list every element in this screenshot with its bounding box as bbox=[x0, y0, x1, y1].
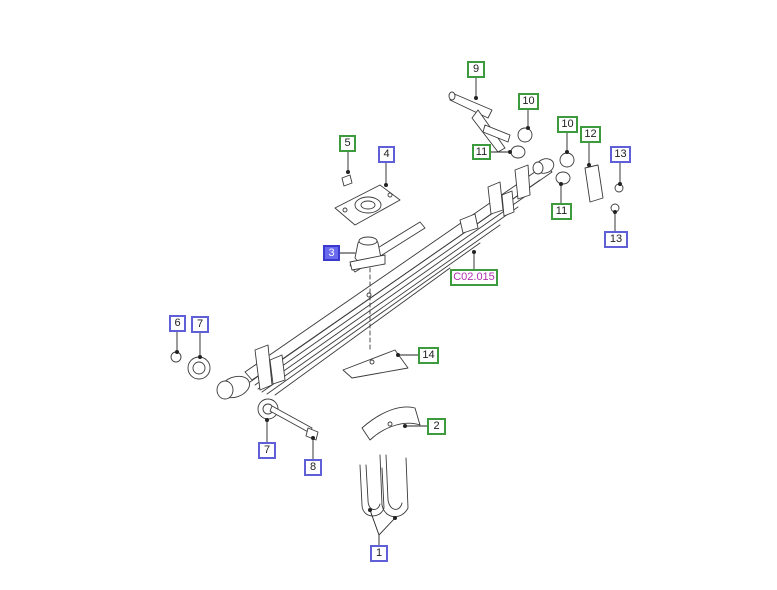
callout-11[interactable]: 11 bbox=[551, 203, 572, 220]
front-bolt-assembly bbox=[257, 398, 319, 441]
callout-8[interactable]: 8 bbox=[304, 459, 322, 476]
shackle-assembly bbox=[448, 91, 624, 213]
front-bushing bbox=[170, 351, 211, 380]
callout-2[interactable]: 2 bbox=[427, 418, 446, 435]
reference-c02-015[interactable]: C02.015 bbox=[450, 269, 498, 286]
callout-4[interactable]: 4 bbox=[378, 146, 395, 163]
leader-dots bbox=[175, 96, 622, 520]
leader-lines bbox=[176, 76, 621, 546]
callout-5[interactable]: 5 bbox=[339, 135, 356, 152]
callout-13[interactable]: 13 bbox=[604, 231, 628, 248]
callout-14[interactable]: 14 bbox=[418, 347, 439, 364]
callout-11[interactable]: 11 bbox=[472, 144, 491, 160]
callout-1[interactable]: 1 bbox=[370, 545, 388, 562]
wedge-plate bbox=[342, 349, 409, 379]
bump-stop bbox=[349, 236, 386, 271]
callout-3-selected[interactable]: 3 bbox=[323, 245, 340, 261]
top-nut bbox=[341, 174, 353, 187]
top-plate bbox=[334, 184, 401, 226]
callout-10[interactable]: 10 bbox=[557, 116, 578, 133]
callout-7[interactable]: 7 bbox=[258, 442, 276, 459]
callout-13[interactable]: 13 bbox=[610, 146, 631, 163]
u-bolts bbox=[359, 454, 409, 518]
leaf-spring bbox=[216, 158, 555, 400]
callout-9[interactable]: 9 bbox=[467, 61, 485, 78]
callout-6[interactable]: 6 bbox=[169, 315, 186, 332]
saddle-plate bbox=[361, 406, 421, 441]
callout-10[interactable]: 10 bbox=[518, 93, 539, 110]
callout-7[interactable]: 7 bbox=[191, 316, 209, 333]
callout-12[interactable]: 12 bbox=[580, 126, 601, 143]
